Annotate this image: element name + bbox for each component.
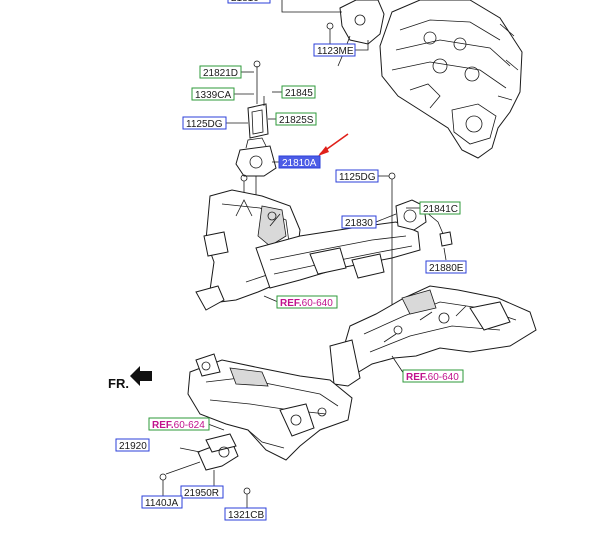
label-1339CA[interactable]: 1339CA <box>191 87 235 101</box>
label-1321CB[interactable]: 1321CB <box>224 507 267 521</box>
svg-text:21810A: 21810A <box>282 158 317 169</box>
left-side-member <box>195 189 421 311</box>
ref-labels: REF.60-640 REF.60-640 REF.60-624 <box>148 295 464 431</box>
svg-text:REF.60-640: REF.60-640 <box>406 372 459 383</box>
svg-text:21950R: 21950R <box>184 488 219 499</box>
label-21950R[interactable]: 21950R <box>180 485 224 499</box>
fr-label: FR. <box>108 376 129 391</box>
label-21821D[interactable]: 21821D <box>199 65 242 79</box>
svg-text:1140JA: 1140JA <box>145 498 179 509</box>
red-arrow-icon <box>318 133 349 156</box>
engine-block <box>379 0 523 159</box>
svg-text:REF.60-624: REF.60-624 <box>152 420 205 431</box>
svg-text:21821D: 21821D <box>203 68 238 79</box>
roll-rod-mount <box>159 433 251 508</box>
label-top-partial[interactable]: 21810 <box>227 0 271 4</box>
svg-text:1339CA: 1339CA <box>195 90 231 101</box>
svg-text:REF.60-640: REF.60-640 <box>280 298 333 309</box>
label-21841C[interactable]: 21841C <box>419 201 461 215</box>
ref-60-624[interactable]: REF.60-624 <box>148 417 210 431</box>
label-1125DG-lower[interactable]: 1125DG <box>335 169 379 183</box>
svg-text:1125DG: 1125DG <box>339 172 376 183</box>
front-direction-indicator: FR. <box>108 366 152 391</box>
right-side-member <box>329 285 537 387</box>
svg-text:21845: 21845 <box>285 88 313 99</box>
ref-60-640-lower[interactable]: REF.60-640 <box>402 369 464 383</box>
part-labels: 21810 1123ME 21821D 1339CA 21845 1125DG … <box>115 0 467 521</box>
front-arrow-icon <box>130 366 152 386</box>
label-21825S[interactable]: 21825S <box>275 112 317 126</box>
upper-bracket <box>281 0 385 67</box>
label-21845[interactable]: 21845 <box>281 85 316 99</box>
svg-text:21810: 21810 <box>231 0 259 4</box>
svg-text:1125DG: 1125DG <box>186 119 223 130</box>
subframe <box>187 353 353 461</box>
label-1123ME[interactable]: 1123ME <box>313 43 356 57</box>
svg-text:21825S: 21825S <box>279 115 314 126</box>
svg-text:1321CB: 1321CB <box>228 510 264 521</box>
label-21920[interactable]: 21920 <box>115 438 150 452</box>
svg-text:21880E: 21880E <box>429 263 464 274</box>
label-21880E[interactable]: 21880E <box>425 260 467 274</box>
svg-text:1123ME: 1123ME <box>317 46 354 57</box>
label-21830[interactable]: 21830 <box>341 215 377 229</box>
label-1125DG-upper[interactable]: 1125DG <box>182 116 227 130</box>
leader-lines <box>207 40 447 431</box>
svg-text:21920: 21920 <box>119 441 147 452</box>
svg-text:21841C: 21841C <box>423 204 458 215</box>
label-1140JA[interactable]: 1140JA <box>141 495 183 509</box>
svg-text:21830: 21830 <box>345 218 373 229</box>
label-21810A-highlighted[interactable]: 21810A <box>278 155 321 169</box>
ref-60-640-upper[interactable]: REF.60-640 <box>276 295 338 309</box>
